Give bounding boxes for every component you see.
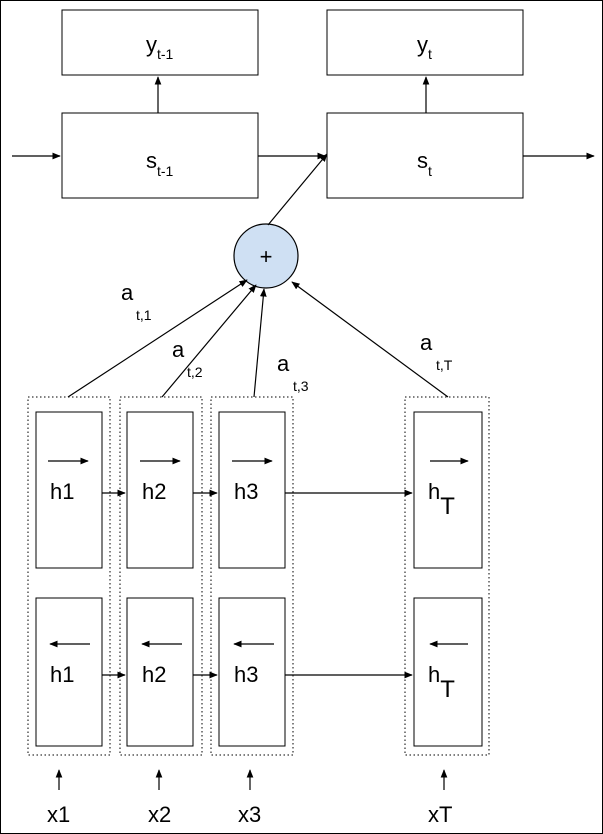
output-box-curr	[326, 9, 524, 76]
attention-weight-T: at,T	[420, 330, 453, 373]
forward-box-2	[126, 411, 194, 569]
state-label-curr: st	[417, 148, 432, 179]
state-label-prev: st-1	[146, 148, 174, 179]
forward-label-3: h3	[234, 479, 258, 504]
encoder-column-3	[210, 396, 294, 756]
output-label-prev: yt-1	[146, 32, 174, 62]
output-label-curr: yt	[417, 32, 432, 62]
forward-box-1	[35, 411, 103, 569]
input-label-T: xT	[428, 802, 452, 827]
backward-box-2	[126, 597, 194, 747]
attention-weight-3: at,3	[277, 351, 309, 394]
backward-box-T	[413, 597, 483, 747]
attention-arrow-T	[291, 281, 449, 398]
attention-weight-2: at,2	[172, 337, 203, 380]
backward-box-1	[35, 597, 103, 747]
input-label-1: x1	[47, 802, 70, 827]
forward-label-2: h2	[142, 479, 166, 504]
attention-arrow-2	[161, 284, 257, 398]
state-box-prev	[61, 112, 259, 199]
attention-arrow-1	[67, 279, 248, 398]
backward-label-T: hT	[428, 662, 455, 703]
output-box-prev	[61, 9, 259, 76]
backward-box-3	[218, 597, 286, 747]
backward-label-3: h3	[234, 662, 258, 687]
sum-symbol: +	[260, 244, 273, 269]
forward-box-3	[218, 411, 286, 569]
backward-label-1: h1	[50, 662, 74, 687]
sum-node	[233, 223, 299, 289]
attention-weight-1: at,1	[121, 280, 152, 323]
forward-label-1: h1	[50, 479, 74, 504]
backward-label-2: h2	[142, 662, 166, 687]
attention-arrow-3	[253, 288, 267, 398]
forward-label-T: hT	[428, 479, 455, 520]
input-label-2: x2	[148, 802, 171, 827]
arrow-sum-to-state-curr	[267, 153, 328, 226]
encoder-column-1	[27, 396, 111, 756]
encoder-column-2	[119, 396, 203, 756]
forward-box-T	[413, 411, 483, 569]
input-label-3: x3	[238, 802, 261, 827]
encoder-column-T	[404, 396, 490, 756]
